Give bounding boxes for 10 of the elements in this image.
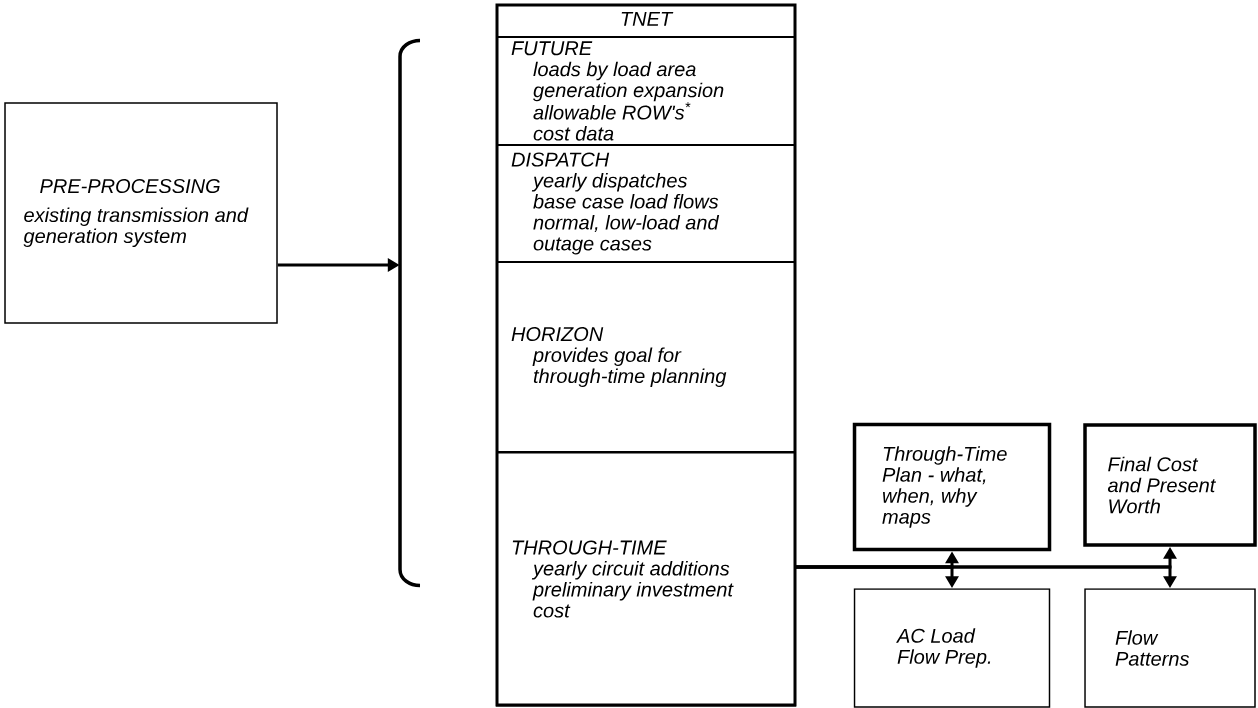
process-box: PRE-PROCESSING existing transmission and generation system [4, 102, 278, 324]
section-box: FUTURE loads by load area generation expansion allowable ROW's$^{*}$ cost data [496, 36, 796, 146]
section-box: DISPATCH yearly dispatches base case load flows normal, low-load and outage cases [496, 144, 796, 263]
output-box: Through-Time Plan - what, when, why maps [852, 422, 1052, 552]
output-box: AC Load Flow Prep. [853, 588, 1051, 708]
bracket [398, 38, 421, 588]
section-box: HORIZON provides goal for through-time planning [496, 261, 796, 453]
output-box: Flow Patterns [1084, 588, 1256, 708]
output-box: Final Cost and Present Worth [1083, 423, 1257, 547]
section-box: THROUGH-TIME yearly circuit additions preliminary investment cost [496, 451, 796, 707]
